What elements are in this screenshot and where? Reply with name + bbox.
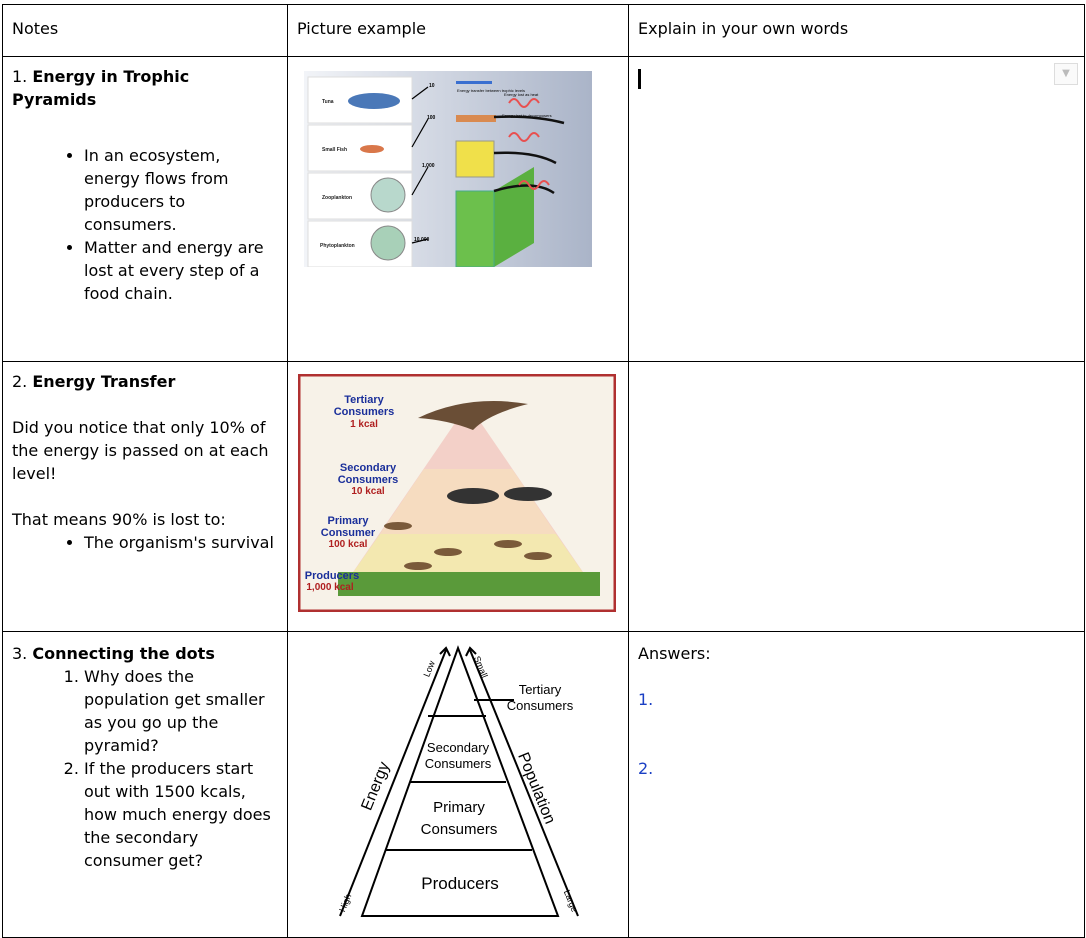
explain-cell-1[interactable]: ▼: [628, 56, 1085, 362]
energy-label: Energy: [358, 760, 393, 813]
header-picture: Picture example: [287, 4, 629, 57]
picture-cell-3: Tertiary Consumers Secondary Consumers P…: [287, 631, 629, 938]
header-notes: Notes: [2, 4, 288, 57]
level-label: Consumers: [507, 698, 574, 713]
explain-cell-3[interactable]: Answers: 1. 2.: [628, 631, 1085, 938]
note: Energy lost to decomposers: [502, 113, 552, 118]
level-label: Consumers: [425, 756, 492, 771]
level-label: Producers: [421, 874, 498, 893]
level-name: Secondary: [340, 462, 397, 474]
level-name: Primary: [328, 515, 370, 527]
item-number: 3.: [12, 644, 28, 663]
level-label: Secondary: [427, 740, 490, 755]
label: Small Fish: [322, 147, 347, 153]
small-label: Small: [472, 655, 490, 680]
large-label: Large: [562, 888, 580, 913]
level-kcal: 100 kcal: [329, 539, 368, 550]
level-kcal: 1,000 kcal: [306, 582, 353, 593]
level-name: Consumers: [338, 474, 399, 486]
level-name: Tertiary: [344, 394, 384, 406]
level-name: Consumer: [321, 527, 376, 539]
label: Tuna: [322, 99, 334, 105]
item-number: 2.: [12, 372, 28, 391]
level-label: Tertiary: [519, 682, 562, 697]
paragraph: Did you notice that only 10% of the ener…: [12, 418, 269, 483]
section-title: Energy in Trophic Pyramids: [12, 67, 190, 109]
notes-cell-1[interactable]: 1. Energy in Trophic Pyramids In an ecos…: [2, 56, 288, 362]
value: 10: [429, 83, 435, 89]
value: 1,000: [422, 163, 435, 169]
level-label: Consumers: [421, 821, 498, 838]
answer-1[interactable]: 1.: [638, 690, 654, 709]
population-pyramid-image: Tertiary Consumers Secondary Consumers P…: [337, 645, 580, 917]
label: Phytoplankton: [320, 243, 355, 249]
section-title: Energy Transfer: [32, 372, 176, 391]
level-kcal: 1 kcal: [350, 419, 378, 430]
text-cursor: [638, 69, 641, 89]
picture-cell-2: Tertiary Consumers 1 kcal Secondary Cons…: [287, 361, 629, 632]
bullet: Matter and energy are lost at every step…: [84, 236, 278, 305]
value: 100: [427, 115, 436, 121]
notes-cell-2[interactable]: 2. Energy Transfer Did you notice that o…: [2, 361, 288, 632]
answers-label: Answers:: [638, 644, 711, 663]
label: Zooplankton: [322, 195, 352, 201]
level-label: Primary: [433, 799, 485, 816]
question: If the producers start out with 1500 kca…: [84, 757, 278, 872]
notes-cell-3[interactable]: 3. Connecting the dots Why does the popu…: [2, 631, 288, 938]
level-name: Consumers: [334, 406, 395, 418]
value: 10,000: [414, 237, 430, 243]
bullet: The organism's survival: [84, 531, 278, 554]
notes-table: Notes Picture example Explain in your ow…: [2, 4, 1085, 938]
paragraph: That means 90% is lost to:: [12, 510, 226, 529]
note: Energy transfer between trophic levels: [457, 88, 525, 93]
high-label: High: [337, 892, 353, 913]
explain-cell-2[interactable]: [628, 361, 1085, 632]
bullet: In an ecosystem, energy flows from produ…: [84, 144, 278, 236]
note: Energy lost as heat: [504, 92, 539, 97]
item-number: 1.: [12, 67, 28, 86]
answer-2[interactable]: 2.: [638, 759, 654, 778]
level-name: Producers: [305, 570, 359, 582]
dropdown-arrow-icon[interactable]: ▼: [1054, 63, 1078, 85]
question: Why does the population get smaller as y…: [84, 665, 278, 757]
section-title: Connecting the dots: [32, 644, 215, 663]
level-kcal: 10 kcal: [351, 486, 385, 497]
energy-pyramid-image: Tertiary Consumers 1 kcal Secondary Cons…: [297, 373, 617, 613]
header-explain: Explain in your own words: [628, 4, 1085, 57]
